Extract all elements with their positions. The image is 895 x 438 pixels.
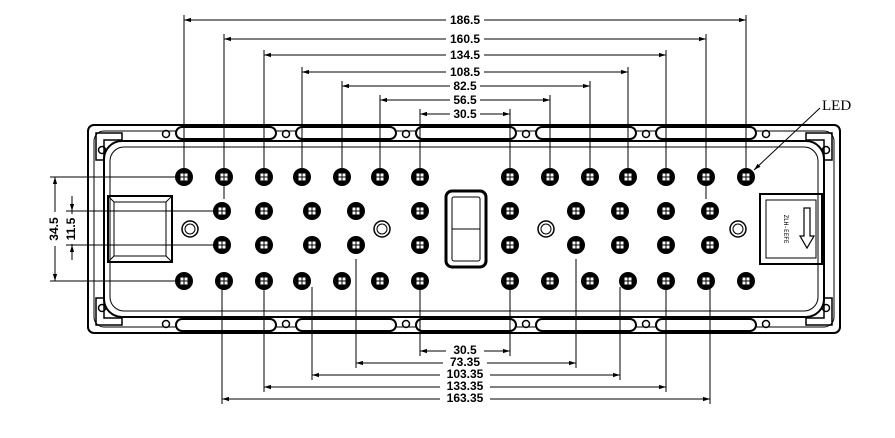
led (657, 272, 675, 290)
led (371, 272, 389, 290)
led (293, 168, 311, 186)
led (697, 272, 715, 290)
led (215, 272, 233, 290)
led (411, 236, 429, 254)
led (501, 236, 519, 254)
led (619, 272, 637, 290)
led-callout: LED (753, 98, 851, 171)
led (303, 202, 321, 220)
led (581, 272, 599, 290)
led (701, 236, 719, 254)
led (255, 236, 273, 254)
led (255, 168, 273, 186)
dimension-label: 30.5 (453, 107, 477, 121)
top-dimension-labels: 186.5 160.5 134.5 108.5 82.5 56.5 30.5 (446, 13, 484, 121)
led (347, 236, 365, 254)
led (581, 168, 599, 186)
dimension-label: 186.5 (450, 13, 480, 27)
led (737, 168, 755, 186)
dimension-label: 133.35 (447, 379, 484, 393)
bottom-dimension-labels: 30.5 73.35 103.35 133.35 163.35 (440, 343, 490, 405)
led (701, 202, 719, 220)
led (303, 236, 321, 254)
led (657, 202, 675, 220)
led (567, 202, 585, 220)
left-dimensions (50, 176, 222, 282)
dimension-label: 30.5 (453, 343, 477, 357)
led (619, 168, 637, 186)
dimension-label: 56.5 (453, 93, 477, 107)
dimension-label: 163.35 (447, 391, 484, 405)
dimension-label: 82.5 (453, 79, 477, 93)
mounting-slots (175, 126, 757, 332)
led-callout-label: LED (822, 98, 851, 114)
led (333, 168, 351, 186)
led (371, 168, 389, 186)
led (255, 272, 273, 290)
led (611, 202, 629, 220)
right-connector: ZLH-EEFE (759, 193, 823, 265)
dimension-label: 108.5 (450, 65, 480, 79)
led (657, 168, 675, 186)
led (347, 202, 365, 220)
led (541, 168, 559, 186)
led (501, 202, 519, 220)
led (333, 272, 351, 290)
led (501, 168, 519, 186)
corner-features (95, 132, 833, 326)
dimension-label: 103.35 (447, 367, 484, 381)
led (567, 236, 585, 254)
center-component (444, 189, 488, 269)
led (737, 272, 755, 290)
connector-marking: ZLH-EEFE (782, 215, 789, 244)
fiducials (181, 220, 747, 238)
dimension-label: 11.5 (64, 217, 78, 240)
led (411, 202, 429, 220)
small-holes (161, 129, 771, 329)
dimension-label: 34.5 (47, 217, 61, 241)
led (411, 168, 429, 186)
led (255, 202, 273, 220)
dimension-label: 73.35 (450, 355, 480, 369)
led (541, 272, 559, 290)
led (611, 236, 629, 254)
dimension-label: 134.5 (450, 48, 480, 62)
led (501, 272, 519, 290)
left-dimension-labels: 34.5 11.5 (47, 212, 79, 246)
led (411, 272, 429, 290)
led (293, 272, 311, 290)
dimension-label: 160.5 (450, 32, 480, 46)
left-connector (107, 195, 173, 263)
led (657, 236, 675, 254)
